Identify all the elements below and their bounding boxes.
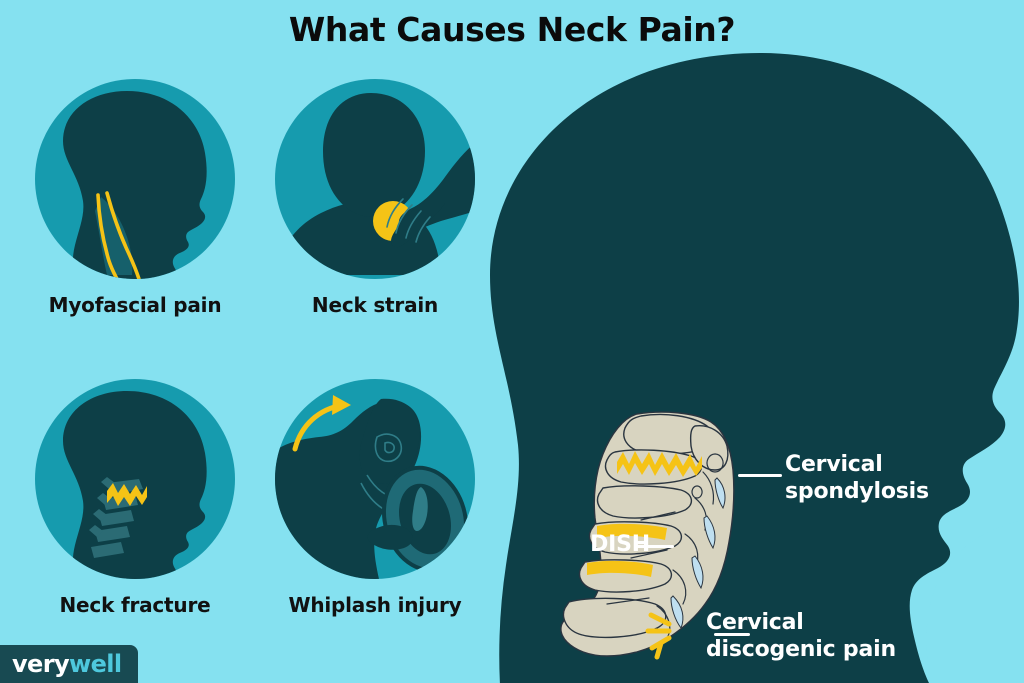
callout-cervical-discogenic-pain: Cervical discogenic pain [706, 610, 1006, 664]
person-slumped-over-steering-wheel-icon [275, 379, 475, 579]
leader-line-dish [634, 545, 674, 548]
posterior-element-upper [689, 425, 729, 471]
endplate-line-1 [640, 511, 676, 521]
callout-dish: DISH [560, 532, 650, 559]
endplate-line-3 [606, 597, 650, 605]
head-silhouette [63, 91, 207, 279]
cause-label-whiplash-injury: Whiplash injury [288, 593, 462, 617]
callout-line-1: Cervical [706, 610, 804, 635]
ear-detail [374, 433, 403, 463]
cause-label-myofascial-pain: Myofascial pain [48, 293, 222, 317]
hand-on-wheel [367, 524, 413, 550]
neck-shadow-patch [95, 197, 133, 275]
logo-text-well: well [69, 650, 122, 678]
vertebra-c4-body [596, 485, 692, 519]
disc-mid-upper [703, 515, 716, 550]
detail-line-4 [672, 569, 687, 605]
disc-upper [714, 477, 726, 510]
fracture-marker [107, 483, 147, 506]
head-profile-with-neck-muscle-strands-icon [35, 79, 235, 279]
neck-muscle-strands [96, 191, 141, 279]
yellow-ligament-bar-marker-lower [587, 560, 653, 577]
verywell-logo[interactable]: verywell [0, 645, 138, 683]
shoulder-negative-space [926, 519, 1024, 683]
cause-card-neck-fracture[interactable]: Neck fracture [35, 379, 235, 617]
whiplash-motion-arrow [292, 395, 351, 452]
detail-line-1 [702, 471, 715, 505]
callout-line-2: discogenic pain [706, 636, 896, 662]
endplate-line-2 [630, 549, 668, 559]
yellow-ligament-bar-marker-upper [597, 523, 667, 540]
callout-line-1: Cervical [785, 452, 883, 477]
disc-lower [670, 595, 684, 630]
head-profile-with-fractured-cervical-spine-icon [35, 379, 235, 579]
head-shape [359, 398, 420, 484]
logo-text-very: very [12, 650, 70, 678]
page-title: What Causes Neck Pain? [288, 10, 736, 49]
cause-card-neck-strain[interactable]: Neck strain [275, 79, 475, 317]
callout-cervical-spondylosis: Cervical spondylosis [785, 452, 1015, 506]
yellow-starburst-pain-marker [645, 612, 672, 660]
cause-label-neck-strain: Neck strain [311, 293, 439, 317]
cause-label-neck-fracture: Neck fracture [59, 593, 211, 617]
hand-shape [391, 203, 445, 248]
head-from-behind-with-hand-rubbing-neck-icon [275, 79, 475, 279]
cause-card-myofascial-pain[interactable]: Myofascial pain [35, 79, 235, 317]
cause-card-whiplash-injury[interactable]: Whiplash injury [275, 379, 475, 617]
finger-lines [386, 198, 431, 243]
callout-line-2: spondylosis [785, 478, 929, 504]
callout-line-1: DISH [590, 532, 650, 557]
leader-line-cervical-spondylosis [738, 474, 782, 477]
leader-line-cervical-discogenic-pain [714, 633, 750, 636]
disc-mid [691, 555, 704, 590]
vertebra-c7-body [562, 597, 667, 639]
cervical-spine-illustration [545, 410, 775, 660]
foramen-upper [706, 453, 724, 473]
yellow-jagged-bone-spur-marker [617, 451, 702, 477]
back-of-head-shape [323, 93, 425, 217]
logo-text: verywell [12, 652, 122, 676]
foramen-mid [691, 485, 703, 499]
